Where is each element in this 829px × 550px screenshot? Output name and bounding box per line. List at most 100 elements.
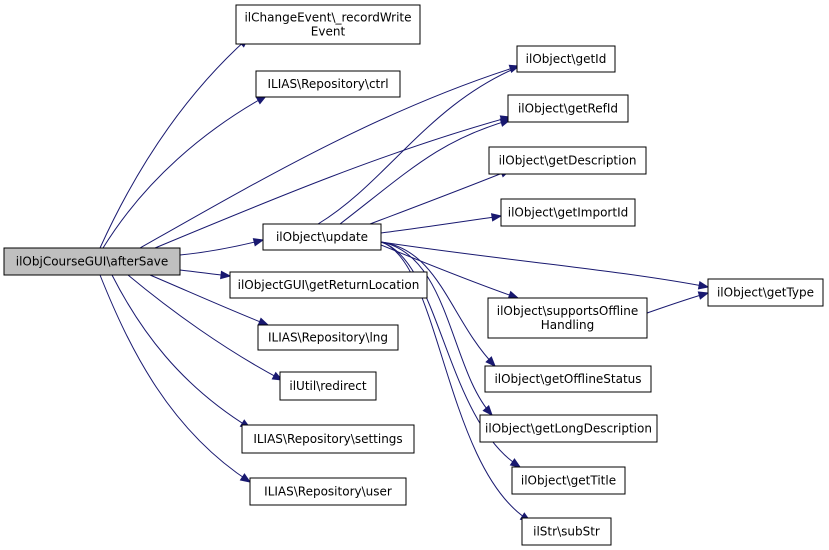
edge-update-to-getrefid [339,118,512,225]
node-label: ILIAS\Repository\settings [253,432,402,446]
node-box [279,371,377,401]
arrowhead [490,213,503,222]
node-label: Event [311,25,346,39]
arrowhead [257,317,270,326]
edge-update-to-gettype [380,241,710,290]
node-label: ilObject\update [276,230,368,244]
edge-line [369,169,511,225]
node-box [241,424,415,454]
node-label: ilChangeEvent\_recordWrite [244,11,411,25]
edge-line [646,292,709,314]
edge-aftersave-to-repo_user [99,274,252,483]
edge-line [380,215,502,234]
edge-line [380,241,493,416]
edge-aftersave-to-getreturnloc [179,269,232,280]
node-label: ilObject\supportsOffline [497,304,639,318]
edge-supportsoffline-to-gettype [646,291,710,314]
edge-update-to-getdescription [369,169,512,225]
arrowhead [507,290,520,300]
node-label: ilObject\getOfflineStatus [494,372,641,386]
edge-line [380,241,521,468]
node-label: ILIAS\Repository\user [264,485,392,499]
node-label: ilObject\getDescription [499,154,637,168]
edge-line [339,119,511,225]
edge-aftersave-to-repo_settings [111,274,252,429]
node-label: ilObjCourseGUI\afterSave [16,255,168,269]
nodes-layer: ilObjCourseGUI\afterSave ilChangeEvent\_r… [3,4,824,546]
node-box [255,70,401,98]
node-box [235,4,421,45]
node-box [257,324,399,351]
edge-line [149,274,269,326]
edge-update-to-gettitle [380,241,522,468]
node-update[interactable]: ilObject\update [262,223,382,251]
node-label: ilStr\subStr [533,525,600,539]
node-label: ilObject\getType [717,286,814,300]
node-gettitle[interactable]: ilObject\getTitle [511,466,626,495]
arrowhead [220,270,232,280]
arrowhead [509,458,522,468]
node-label: ilObject\getRefId [518,102,618,116]
node-label: ilObject\getLongDescription [485,422,652,436]
node-label: ilObjectGUI\getReturnLocation [238,278,420,292]
node-box [516,45,616,73]
node-aftersave[interactable]: ilObjCourseGUI\afterSave [3,247,181,276]
edge-aftersave-to-repo_ctrl [102,95,268,249]
node-label: ILIAS\Repository\lng [268,331,388,345]
edge-aftersave-to-changeevent [99,37,249,249]
edge-line [111,274,251,429]
node-label: ilObject\getImportId [508,206,628,220]
edge-line [380,241,496,367]
edge-line [380,241,531,522]
node-label: ilObject\getId [526,52,607,66]
node-getreturnloc[interactable]: ilObjectGUI\getReturnLocation [229,271,428,299]
node-box [249,477,407,506]
node-box [507,94,629,123]
node-redirect[interactable]: ilUtil\redirect [279,371,377,401]
arrowhead [697,280,710,290]
edge-line [102,95,267,249]
node-substr[interactable]: ilStr\subStr [521,517,612,546]
node-label: ilUtil\redirect [289,379,367,393]
node-repo_ctrl[interactable]: ILIAS\Repository\ctrl [255,70,401,98]
arrowhead [697,291,710,300]
node-label: ILIAS\Repository\ctrl [267,77,388,91]
node-repo_lng[interactable]: ILIAS\Repository\lng [257,324,399,351]
node-box [262,223,382,251]
node-label: ilObject\getTitle [521,474,616,488]
edge-update-to-getimportid [380,213,503,234]
node-box [484,365,652,393]
node-box [488,146,647,175]
arrowhead [482,405,493,417]
edge-line [380,241,709,288]
node-box [479,414,658,443]
edge-update-to-getlongdesc [380,241,493,417]
node-getdescription[interactable]: ilObject\getDescription [488,146,647,175]
node-box [487,297,648,339]
edge-line [154,116,511,249]
edge-update-to-getofflinestatus [380,241,496,367]
edge-line [127,274,283,381]
edge-line [317,62,529,225]
node-gettype[interactable]: ilObject\getType [707,278,824,307]
node-getimportid[interactable]: ilObject\getImportId [500,198,636,227]
edge-line [99,274,251,483]
node-box [229,271,428,299]
edge-line [179,239,264,256]
node-repo_user[interactable]: ILIAS\Repository\user [249,477,407,506]
node-box [500,198,636,227]
arrowhead [252,238,265,247]
node-getid[interactable]: ilObject\getId [516,45,616,73]
node-box [511,466,626,495]
node-getrefid[interactable]: ilObject\getRefId [507,94,629,123]
edge-line [99,37,249,249]
node-getlongdesc[interactable]: ilObject\getLongDescription [479,414,658,443]
node-box [521,517,612,546]
node-label: Handling [541,318,595,332]
node-repo_settings[interactable]: ILIAS\Repository\settings [241,424,415,454]
node-getofflinestatus[interactable]: ilObject\getOfflineStatus [484,365,652,393]
node-box [707,278,824,307]
